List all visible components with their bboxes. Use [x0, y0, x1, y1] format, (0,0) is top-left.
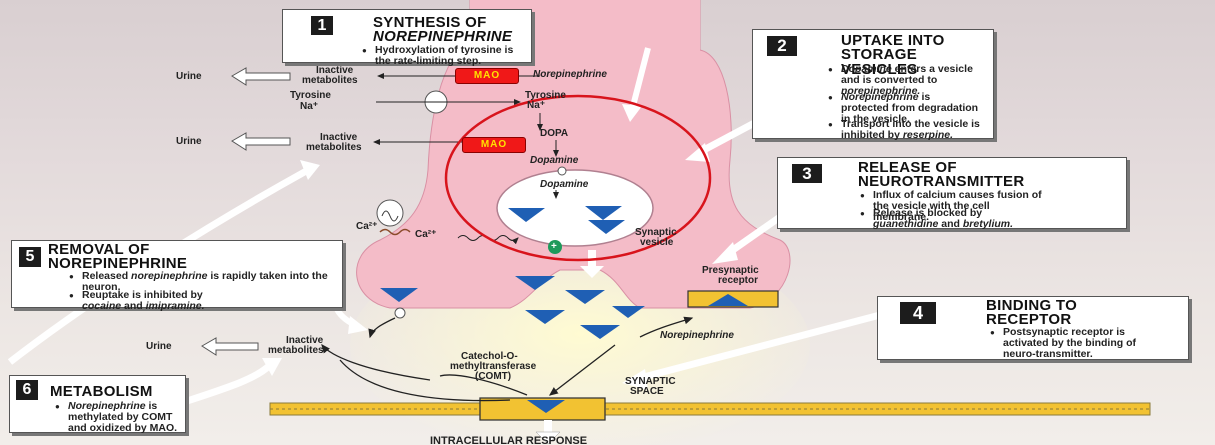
- callout-2-bullet-3: Transport into the vesicle is inhibited …: [841, 119, 981, 141]
- dopamine-label-1: Dopamine: [530, 156, 578, 166]
- callout-6-bullet-1: Norepinephrine is methylated by COMT and…: [68, 401, 180, 434]
- step-number-1: 1: [311, 16, 333, 35]
- callout-1-title-2: NOREPINEPHRINE: [373, 29, 512, 44]
- urine-label-3: Urine: [146, 342, 172, 352]
- norepinephrine-cleft: Norepinephrine: [660, 331, 734, 341]
- norepinephrine-top: Norepinephrine: [533, 70, 607, 80]
- step-number-6: 6: [16, 380, 38, 400]
- urine-arrow-2: [232, 133, 290, 150]
- callout-4-title-2: RECEPTOR: [986, 312, 1071, 327]
- callout-5-title-2: NOREPINEPHRINE: [48, 256, 187, 271]
- dopamine-label-2: Dopamine: [540, 180, 588, 190]
- tyrosine-outside: Tyrosine: [290, 91, 331, 101]
- callout-4-bullet-1: Postsynaptic receptor is activated by th…: [1003, 327, 1148, 360]
- callout-5-removal: 5 REMOVAL OF NOREPINEPHRINE Released nor…: [11, 240, 343, 308]
- callout-3-title-2: NEUROTRANSMITTER: [858, 174, 1024, 189]
- synaptic-space-2: SPACE: [630, 387, 664, 397]
- urine-label-1: Urine: [176, 72, 202, 82]
- na-outside: Na⁺: [300, 102, 318, 112]
- dopa-label: DOPA: [540, 129, 568, 139]
- intracellular-response: INTRACELLULAR RESPONSE: [430, 436, 587, 445]
- callout-2-uptake: 2 UPTAKE INTO STORAGE VESICLES Dopamine …: [752, 29, 994, 139]
- comt-label-3: (COMT): [475, 372, 511, 382]
- pointer-6: [175, 365, 270, 405]
- mao-enzyme-1: MAO: [455, 68, 519, 84]
- plus-sign: +: [551, 242, 557, 252]
- urine-arrow-3: [202, 338, 258, 355]
- urine-arrow-1: [232, 68, 290, 85]
- callout-4-binding: 4 BINDING TO RECEPTOR Postsynaptic recep…: [877, 296, 1189, 360]
- urine-label-2: Urine: [176, 137, 202, 147]
- callout-1-synthesis: 1 SYNTHESIS OF NOREPINEPHRINE Hydroxylat…: [282, 9, 532, 63]
- inactive-metabolites-2b: metabolites: [306, 143, 362, 153]
- callout-6-title-1: METABOLISM: [50, 384, 153, 399]
- reuptake-transporter: [395, 308, 405, 318]
- inactive-metabolites-1b: metabolites: [302, 76, 358, 86]
- ca-channel: [377, 200, 403, 226]
- mao-enzyme-2: MAO: [462, 137, 526, 153]
- presynaptic-receptor-label-2: receptor: [718, 276, 758, 286]
- callout-3-bullet-2: Release is blocked by guanethidine and b…: [873, 208, 1123, 230]
- inactive-metabolites-3b: metabolites: [268, 346, 324, 356]
- ca-inside: Ca²⁺: [415, 230, 436, 240]
- na-inside: Na⁺: [527, 101, 545, 111]
- callout-1-bullet-1: Hydroxylation of tyrosine is the rate-li…: [375, 45, 525, 67]
- step-number-2: 2: [767, 36, 797, 56]
- callout-5-bullet-2: Reuptake is inhibited by cocaine and imi…: [82, 290, 332, 312]
- step-number-5: 5: [19, 247, 41, 267]
- step-number-4: 4: [900, 302, 936, 324]
- callout-3-release: 3 RELEASE OF NEUROTRANSMITTER Influx of …: [777, 157, 1127, 229]
- ca-outside: Ca²⁺: [356, 222, 377, 232]
- step-number-3: 3: [792, 164, 822, 183]
- synaptic-vesicle-label-2: vesicle: [640, 238, 673, 248]
- callout-6-metabolism: 6 METABOLISM Norepinephrine is methylate…: [9, 375, 186, 433]
